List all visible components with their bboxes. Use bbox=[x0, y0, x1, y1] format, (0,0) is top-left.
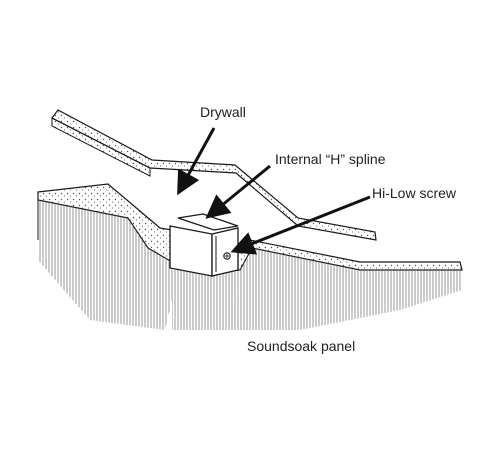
drywall-sheet bbox=[51, 109, 377, 241]
spline-arrow bbox=[205, 164, 271, 219]
h-spline bbox=[169, 213, 239, 277]
soundsoak-panel-label: Soundsoak panel bbox=[247, 338, 356, 354]
hi-low-screw-label: Hi-Low screw bbox=[372, 185, 457, 201]
soundsoak-panel bbox=[37, 183, 463, 330]
drywall-label: Drywall bbox=[200, 104, 246, 120]
h-spline-label: Internal “H” spline bbox=[275, 151, 386, 167]
leader-arrows bbox=[177, 127, 371, 255]
drywall-arrow bbox=[177, 127, 216, 196]
screw-arrow bbox=[230, 195, 371, 255]
